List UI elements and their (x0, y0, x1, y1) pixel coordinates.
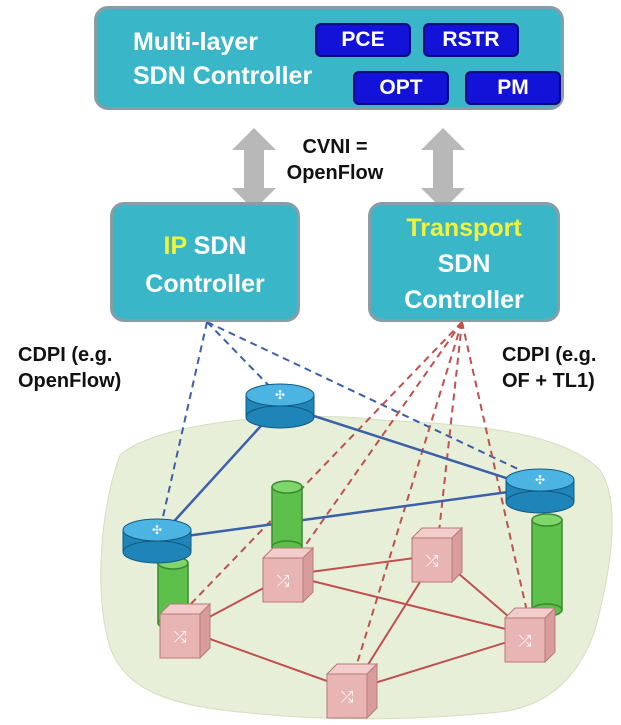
ip-router-left: ✣ (122, 518, 192, 564)
svg-text:✣: ✣ (275, 388, 285, 402)
svg-text:⤮: ⤮ (174, 627, 187, 646)
ip-router-middle: ✣ (245, 383, 315, 429)
cdpi-right-label: CDPI (e.g. OF + TL1) (502, 342, 596, 394)
cvni-arrow-right (421, 128, 465, 210)
ip-sdn-controller: IP SDN Controller (110, 202, 300, 322)
cdpi-left-line1: CDPI (e.g. (18, 344, 113, 366)
ip-control-lines (159, 321, 538, 531)
cdpi-right-line1: CDPI (e.g. (502, 344, 597, 366)
optical-switch-3: ⤮ (410, 526, 464, 584)
ip-controller-line1: SDN (186, 232, 247, 260)
multi-layer-title: Multi-layer SDN Controller (133, 25, 312, 93)
multi-layer-sdn-controller: Multi-layer SDN Controller PCE RSTR OPT … (94, 6, 564, 110)
transport-sdn-controller: Transport SDN Controller (368, 202, 560, 322)
svg-text:⤮: ⤮ (341, 687, 354, 706)
pm-module: PM (465, 71, 561, 105)
svg-text:⤮: ⤮ (277, 571, 290, 590)
ip-links (156, 403, 538, 542)
cdpi-left-line2: OpenFlow) (18, 370, 122, 392)
cdpi-right-line2: OF + TL1) (502, 370, 595, 392)
network-cloud (100, 415, 613, 720)
multi-layer-title-line1: Multi-layer (133, 28, 259, 56)
ip-highlight: IP (163, 232, 187, 260)
cdpi-left-label: CDPI (e.g. OpenFlow) (18, 342, 121, 394)
ip-router-right: ✣ (505, 468, 575, 514)
multi-layer-title-line2: SDN Controller (133, 62, 313, 90)
opt-module: OPT (353, 71, 449, 105)
cvni-label: CVNI = OpenFlow (262, 134, 408, 186)
cvni-label-line1: CVNI = (302, 136, 368, 158)
optical-switch-5: ⤮ (325, 662, 379, 720)
adaptation-cylinder-right (531, 513, 563, 617)
adaptation-cylinder-middle (271, 480, 303, 554)
optical-switch-2: ⤮ (261, 546, 315, 604)
optical-switch-1: ⤮ (158, 602, 212, 660)
svg-text:⤮: ⤮ (426, 551, 439, 570)
optical-switch-4: ⤮ (503, 606, 557, 664)
pce-module: PCE (315, 23, 411, 57)
transport-highlight: Transport (406, 214, 522, 242)
ip-controller-line2: Controller (145, 270, 265, 298)
transport-controller-title: Transport SDN Controller (371, 210, 557, 318)
svg-text:✣: ✣ (535, 473, 545, 487)
svg-text:✣: ✣ (152, 523, 162, 537)
ip-controller-title: IP SDN Controller (113, 227, 297, 303)
cvni-arrow-left (232, 128, 276, 210)
svg-text:⤮: ⤮ (519, 631, 532, 650)
cvni-label-line2: OpenFlow (286, 162, 384, 184)
rstr-module: RSTR (423, 23, 519, 57)
transport-controller-line3: Controller (404, 286, 524, 314)
transport-control-lines (184, 321, 531, 681)
transport-controller-line2: SDN (437, 250, 491, 278)
